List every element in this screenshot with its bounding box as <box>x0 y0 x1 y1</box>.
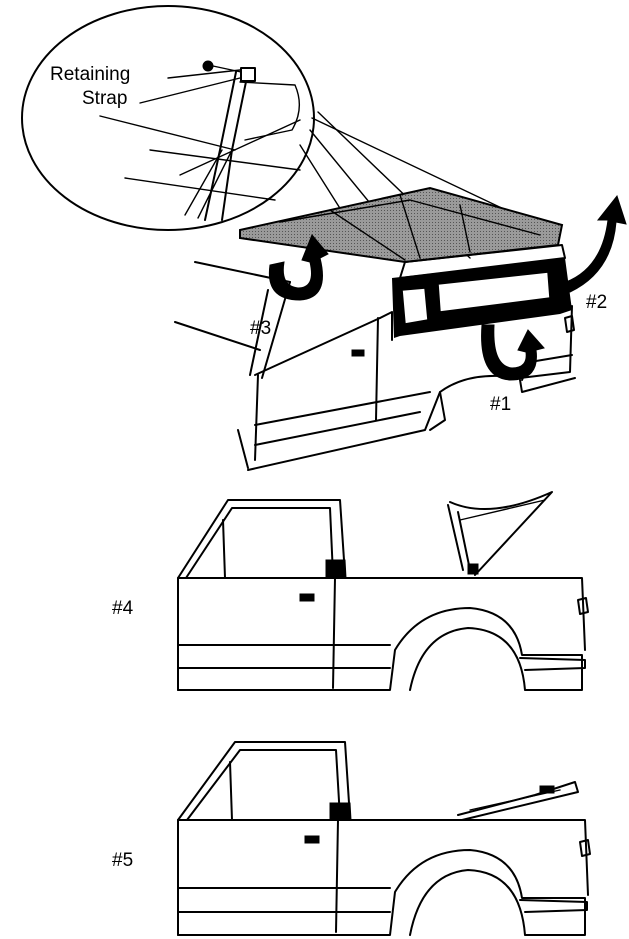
lift-arrow-icon <box>481 324 545 381</box>
strap-buckle <box>240 67 256 82</box>
callout-label-strap: Strap <box>82 88 127 109</box>
arrow-step-2 <box>565 194 627 293</box>
step-label-1: #1 <box>490 394 511 415</box>
arrow-step-3 <box>268 234 329 301</box>
arrow-step-1 <box>481 324 545 381</box>
panel-frame-raised: #4 <box>112 491 589 691</box>
rear-window <box>437 271 551 313</box>
rear-window-frame <box>392 258 572 338</box>
step-label-3: #3 <box>250 318 271 339</box>
step-label-2: #2 <box>586 292 607 313</box>
strap-knob <box>202 60 214 72</box>
lift-arrow-icon <box>565 194 627 293</box>
panel-frame-stowed: #5 <box>112 741 591 936</box>
rotate-arrow-icon <box>268 234 329 301</box>
callout-label-retaining: Retaining <box>50 64 130 85</box>
soft-top-folded <box>239 186 566 279</box>
step-label-4: #4 <box>112 598 134 619</box>
quarter-window <box>401 287 429 325</box>
callout-magnifier: Retaining Strap <box>21 5 315 231</box>
panel-top-folding: Retaining Strap <box>21 5 627 471</box>
step-label-5: #5 <box>112 850 133 871</box>
door-handle <box>351 349 365 357</box>
